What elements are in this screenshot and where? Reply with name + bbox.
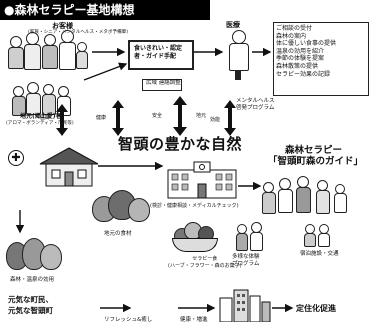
food-basket-illustration bbox=[172, 222, 218, 252]
guide-checklist-box bbox=[273, 22, 369, 96]
tree-icon bbox=[128, 198, 150, 222]
medical-check-label: (検診・健康相談・メディカルチェック) bbox=[150, 203, 239, 209]
school-building-illustration bbox=[166, 160, 238, 200]
town-skyline-illustration bbox=[218, 288, 272, 323]
village-house-illustration bbox=[38, 146, 100, 188]
double-arrow-4 bbox=[224, 100, 236, 128]
activity-people-illustration bbox=[236, 222, 276, 251]
bottom-left-line2: 元気な智頭町 bbox=[8, 306, 53, 315]
arrow-label: 安全 bbox=[152, 113, 163, 119]
right-title-line2: 「智頭町森のガイド」 bbox=[268, 156, 364, 167]
forest-trees-illustration bbox=[92, 190, 150, 230]
cross-sign-icon: ✚ bbox=[8, 150, 24, 166]
guide-checklist: ご相談の受付 森林の案内 体に優しい食事の提供 温泉の効用を紹介 季節の体験を提… bbox=[276, 25, 336, 78]
header-title: ●森林セラピー基地構想 bbox=[4, 3, 135, 17]
arrow-label: 効能 bbox=[210, 117, 221, 123]
visitors-title: お客様 bbox=[52, 22, 73, 30]
checklist-item: 森林散策の提供 bbox=[276, 62, 319, 70]
left-forest-block bbox=[6, 238, 68, 274]
result-label: 定住化促進 bbox=[296, 303, 336, 313]
health-program-label: 多様な体験 プログラム bbox=[232, 254, 260, 267]
bottom-left-line1: 元気な町民、 bbox=[8, 295, 53, 304]
residents-group-illustration bbox=[12, 82, 82, 122]
refresh-label: リフレッシュ&癒し bbox=[104, 317, 153, 323]
double-arrow-3 bbox=[173, 96, 187, 127]
right-title-line1: 森林セラピー bbox=[285, 145, 343, 156]
main-title: 智頭の豊かな自然 bbox=[118, 135, 243, 153]
forest-bath-label: 森林・温泉の効用 bbox=[10, 277, 55, 283]
arrow-label: 医師 bbox=[40, 115, 51, 121]
double-arrow-2 bbox=[112, 100, 124, 128]
arrow-label: 健康 bbox=[96, 115, 107, 121]
right-people-illustration bbox=[262, 176, 362, 220]
liaison-box bbox=[142, 79, 182, 91]
visitors-subtitle: (家族・シニア・メンタルヘルス・メタボ予備軍) bbox=[28, 30, 129, 35]
double-arrow-1 bbox=[56, 104, 68, 128]
header-bar bbox=[0, 0, 210, 20]
residents-title: 地元(郷土愛)者 bbox=[20, 113, 62, 120]
checklist-item: ご相談の受付 bbox=[276, 25, 313, 32]
checklist-item: セラピー効果の記録 bbox=[276, 70, 331, 78]
local-food-label: 地元の食材 bbox=[104, 231, 132, 237]
therapy-food-label: セラピー食 (ハーブ・フラワー・森のお菓子) bbox=[168, 256, 242, 269]
liaison-box-text: 広域 連絡調整 bbox=[146, 80, 181, 86]
transport-illustration bbox=[300, 224, 344, 247]
center-coordination-box bbox=[128, 40, 194, 70]
arrow-label: 地元 bbox=[196, 113, 207, 119]
checklist-item: 体に優しい食事の提供 bbox=[276, 40, 337, 48]
tree-icon bbox=[40, 244, 62, 270]
mental-health-label: メンタルヘルス 啓発プログラム bbox=[236, 98, 275, 111]
transport-label: 宿泊施設・交通 bbox=[300, 251, 339, 257]
center-box-text: 食いきれい・認定 者・ガイド手配 bbox=[134, 45, 183, 60]
health-promotion-label: 健康・増進 bbox=[180, 317, 208, 323]
medical-title: 医療 bbox=[226, 21, 240, 29]
checklist-item: 森林の案内 bbox=[276, 32, 307, 40]
checklist-item: 温泉の効用を紹介 bbox=[276, 47, 325, 55]
residents-subtitle: (アロマ・ボランティア・市民等) bbox=[6, 121, 74, 126]
visitors-group-illustration bbox=[8, 30, 88, 76]
checklist-item: 季節の体験を提案 bbox=[276, 55, 325, 63]
arrow-residents-to-center bbox=[83, 62, 128, 81]
